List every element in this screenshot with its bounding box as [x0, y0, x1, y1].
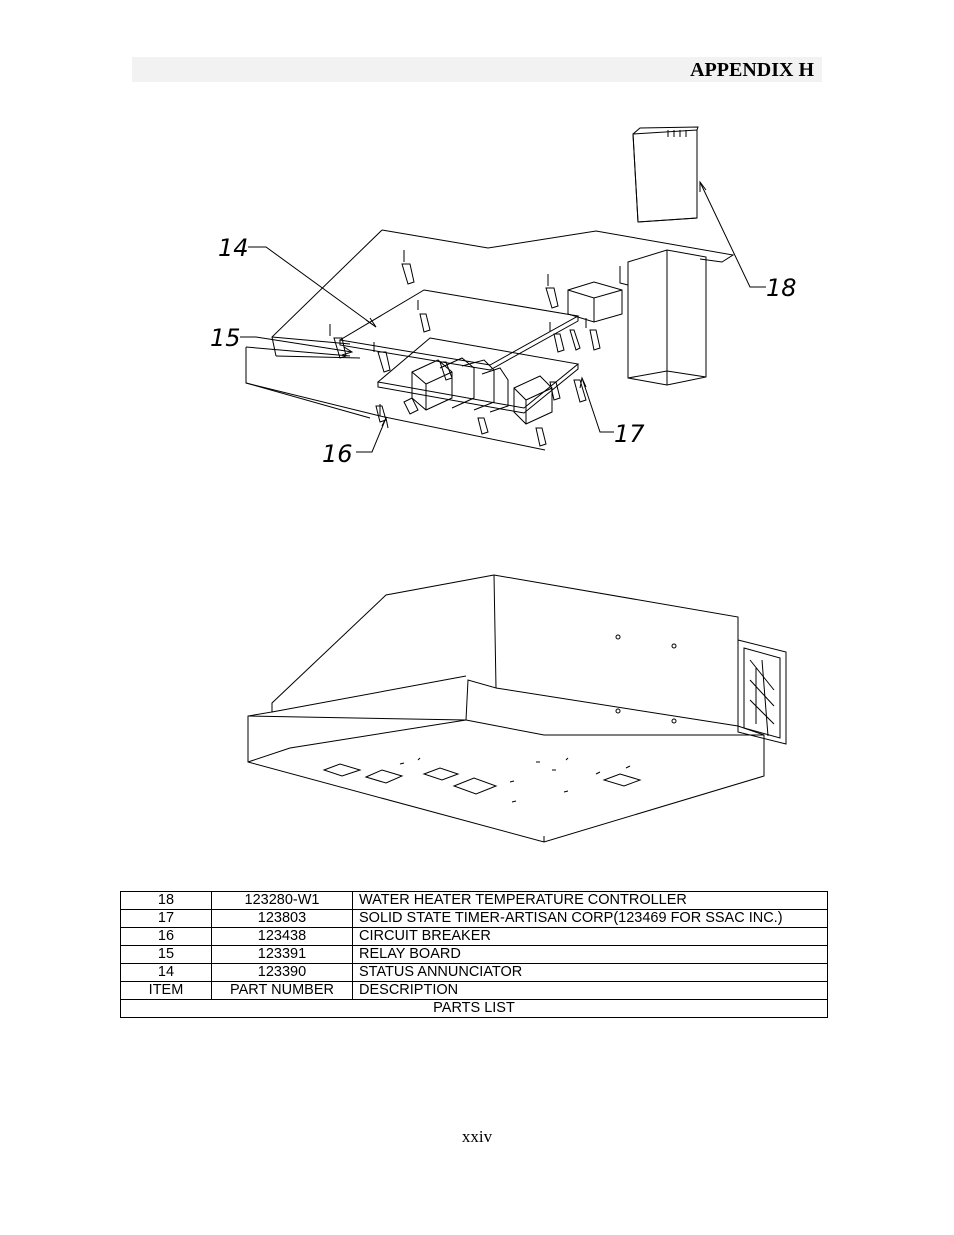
- table-header-row: ITEM PART NUMBER DESCRIPTION: [120, 981, 828, 1000]
- callout-labels: 14 15 16 17 18: [210, 234, 797, 468]
- fan-assembly: [737, 639, 787, 745]
- description-cell: RELAY BOARD: [352, 945, 828, 964]
- exploded-view: 14 15 16 17 18: [210, 126, 797, 468]
- header-bar: APPENDIX H: [132, 57, 822, 82]
- callout-14: 14: [218, 234, 249, 262]
- relay-blocks: [411, 357, 553, 425]
- table-row: 15 123391 RELAY BOARD: [120, 945, 828, 964]
- side-holes: [615, 634, 677, 724]
- table-row: 18 123280-W1 WATER HEATER TEMPERATURE CO…: [120, 891, 828, 910]
- part-number-header: PART NUMBER: [211, 981, 353, 1000]
- description-cell: WATER HEATER TEMPERATURE CONTROLLER: [352, 891, 828, 910]
- front-panel-strip: [245, 346, 546, 451]
- table-row: 17 123803 SOLID STATE TIMER-ARTISAN CORP…: [120, 909, 828, 928]
- part-number-cell: 123280-W1: [211, 891, 353, 910]
- bottom-cutouts: [322, 757, 642, 803]
- table-row: 16 123438 CIRCUIT BREAKER: [120, 927, 828, 946]
- relay-board: [338, 289, 580, 371]
- parts-list-table: 18 123280-W1 WATER HEATER TEMPERATURE CO…: [120, 891, 828, 1018]
- mounting-plate: [376, 337, 580, 414]
- standoff-screws: [329, 250, 601, 447]
- table-caption-row: PARTS LIST: [120, 999, 828, 1018]
- item-cell: 14: [120, 963, 212, 982]
- leader-lines: [240, 180, 766, 453]
- part-number-cell: 123438: [211, 927, 353, 946]
- callout-18: 18: [766, 274, 797, 302]
- callout-17: 17: [614, 420, 645, 448]
- description-cell: SOLID STATE TIMER-ARTISAN CORP(123469 FO…: [352, 909, 828, 928]
- part-number-cell: 123390: [211, 963, 353, 982]
- part-number-cell: 123803: [211, 909, 353, 928]
- description-cell: STATUS ANNUNCIATOR: [352, 963, 828, 982]
- controller-box-upper: [632, 126, 699, 223]
- item-cell: 17: [120, 909, 212, 928]
- part-number-cell: 123391: [211, 945, 353, 964]
- table-row: 14 123390 STATUS ANNUNCIATOR: [120, 963, 828, 982]
- assembled-view: [247, 574, 787, 843]
- item-header: ITEM: [120, 981, 212, 1000]
- description-cell: CIRCUIT BREAKER: [352, 927, 828, 946]
- item-cell: 15: [120, 945, 212, 964]
- item-cell: 18: [120, 891, 212, 910]
- controller-box-lower: [619, 249, 707, 386]
- table-caption: PARTS LIST: [120, 999, 828, 1018]
- description-header: DESCRIPTION: [352, 981, 828, 1000]
- item-cell: 16: [120, 927, 212, 946]
- callout-16: 16: [322, 440, 353, 468]
- page-title: APPENDIX H: [690, 59, 814, 81]
- page-number: xxiv: [461, 1127, 493, 1146]
- callout-15: 15: [210, 324, 241, 352]
- timer-box: [567, 281, 623, 323]
